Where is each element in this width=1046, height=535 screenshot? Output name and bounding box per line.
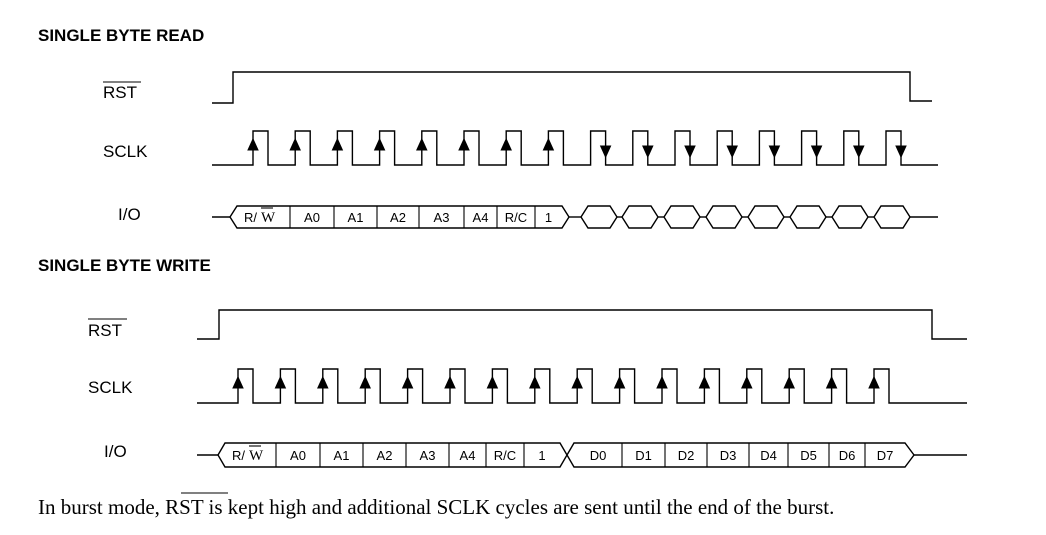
- clock-edge-arrow-up: [613, 375, 626, 389]
- read-io-label: I/O: [118, 205, 141, 224]
- io-cell-w: W: [261, 210, 276, 226]
- write-rst-label: RST: [88, 321, 122, 340]
- clock-edge-arrow-up: [247, 137, 259, 151]
- clock-edge-arrow-up: [656, 375, 668, 389]
- io-data-cell-d5: D5: [800, 448, 817, 463]
- clock-edge-arrow-up: [274, 375, 287, 389]
- io-cell-a0: A0: [304, 210, 320, 225]
- io-data-cell-d6: D6: [839, 448, 856, 463]
- clock-edge-arrow-down: [726, 145, 738, 159]
- read-sclk-edge-arrows: [247, 137, 907, 159]
- clock-edge-arrow-down: [768, 145, 781, 159]
- io-cell-rc: R/C: [505, 210, 527, 225]
- caption-before: In burst mode,: [38, 495, 165, 519]
- clock-edge-arrow-down: [599, 145, 612, 159]
- io-cell-a2: A2: [377, 448, 393, 463]
- clock-edge-arrow-up: [868, 375, 880, 389]
- io-cell-rc: R/C: [494, 448, 516, 463]
- io-cell-1: 1: [545, 210, 552, 225]
- write-rst-waveform: [197, 309, 967, 340]
- io-data-cell-d7: D7: [877, 448, 894, 463]
- read-sclk-waveform: [212, 130, 938, 166]
- clock-edge-arrow-up: [698, 375, 711, 389]
- write-io-waveform: R/W A0 A1 A2 A3 A4 R/C 1 D0 D1 D2 D3 D4 D5 D6 D7: [197, 442, 967, 468]
- clock-edge-arrow-up: [317, 375, 329, 389]
- caption-after: is kept high and additional SCLK cycles …: [203, 495, 834, 519]
- io-data-out-slot: [705, 205, 743, 229]
- burst-mode-caption: In burst mode, RST is kept high and addi…: [38, 495, 834, 519]
- io-data-out-slot: [873, 205, 911, 229]
- clock-edge-arrow-up: [444, 375, 456, 389]
- write-section-title: SINGLE BYTE WRITE: [38, 256, 211, 275]
- clock-edge-arrow-down: [853, 145, 865, 159]
- io-data-out-slot: [621, 205, 659, 229]
- clock-edge-arrow-up: [825, 375, 838, 389]
- read-rst-label: RST: [103, 83, 137, 102]
- clock-edge-arrow-up: [401, 375, 414, 389]
- io-data-out-slot: [831, 205, 869, 229]
- io-cell-a4: A4: [473, 210, 489, 225]
- clock-edge-arrow-up: [232, 375, 244, 389]
- io-data-cell-d4: D4: [760, 448, 777, 463]
- clock-edge-arrow-up: [741, 375, 753, 389]
- read-io-waveform: R/W A0 A1 A2 A3 A4 R/C 1: [212, 205, 938, 229]
- io-cell-rw: R/: [232, 448, 245, 463]
- io-data-out-slot: [789, 205, 827, 229]
- clock-edge-arrow-up: [486, 375, 499, 389]
- io-data-cell-d0: D0: [590, 448, 607, 463]
- caption-rst: RST: [165, 495, 204, 519]
- clock-edge-arrow-up: [529, 375, 541, 389]
- write-sclk-label: SCLK: [88, 378, 133, 397]
- io-data-out-slot: [580, 205, 618, 229]
- read-rst-waveform: [212, 71, 932, 104]
- clock-edge-arrow-up: [289, 137, 301, 151]
- clock-edge-arrow-up: [542, 137, 555, 151]
- io-data-bus: [566, 442, 915, 468]
- read-section-title: SINGLE BYTE READ: [38, 26, 204, 45]
- write-sclk-waveform: [197, 368, 967, 404]
- clock-edge-arrow-down: [895, 145, 907, 159]
- io-cell-w: W: [249, 448, 264, 464]
- clock-edge-arrow-up: [783, 375, 795, 389]
- io-cell-a4: A4: [460, 448, 476, 463]
- io-cell-rw: R/: [244, 210, 257, 225]
- io-cell-a2: A2: [390, 210, 406, 225]
- io-cell-a3: A3: [434, 210, 450, 225]
- io-data-cell-d3: D3: [720, 448, 737, 463]
- write-io-label: I/O: [104, 442, 127, 461]
- io-cell-a1: A1: [348, 210, 364, 225]
- clock-edge-arrow-up: [416, 137, 428, 151]
- io-data-cell-d1: D1: [635, 448, 652, 463]
- clock-edge-arrow-up: [458, 137, 470, 151]
- clock-edge-arrow-up: [500, 137, 512, 151]
- clock-edge-arrow-up: [373, 137, 386, 151]
- io-data-out-slot: [747, 205, 785, 229]
- clock-edge-arrow-down: [642, 145, 654, 159]
- io-data-out-slot: [663, 205, 701, 229]
- clock-edge-arrow-down: [684, 145, 696, 159]
- io-cell-a3: A3: [420, 448, 436, 463]
- write-sclk-edge-arrows: [232, 375, 880, 389]
- io-cell-a1: A1: [334, 448, 350, 463]
- clock-edge-arrow-up: [331, 137, 344, 151]
- clock-edge-arrow-down: [810, 145, 823, 159]
- io-cell-a0: A0: [290, 448, 306, 463]
- io-cell-1: 1: [538, 448, 545, 463]
- read-sclk-label: SCLK: [103, 142, 148, 161]
- clock-edge-arrow-up: [571, 375, 583, 389]
- io-data-cell-d2: D2: [678, 448, 695, 463]
- clock-edge-arrow-up: [359, 375, 371, 389]
